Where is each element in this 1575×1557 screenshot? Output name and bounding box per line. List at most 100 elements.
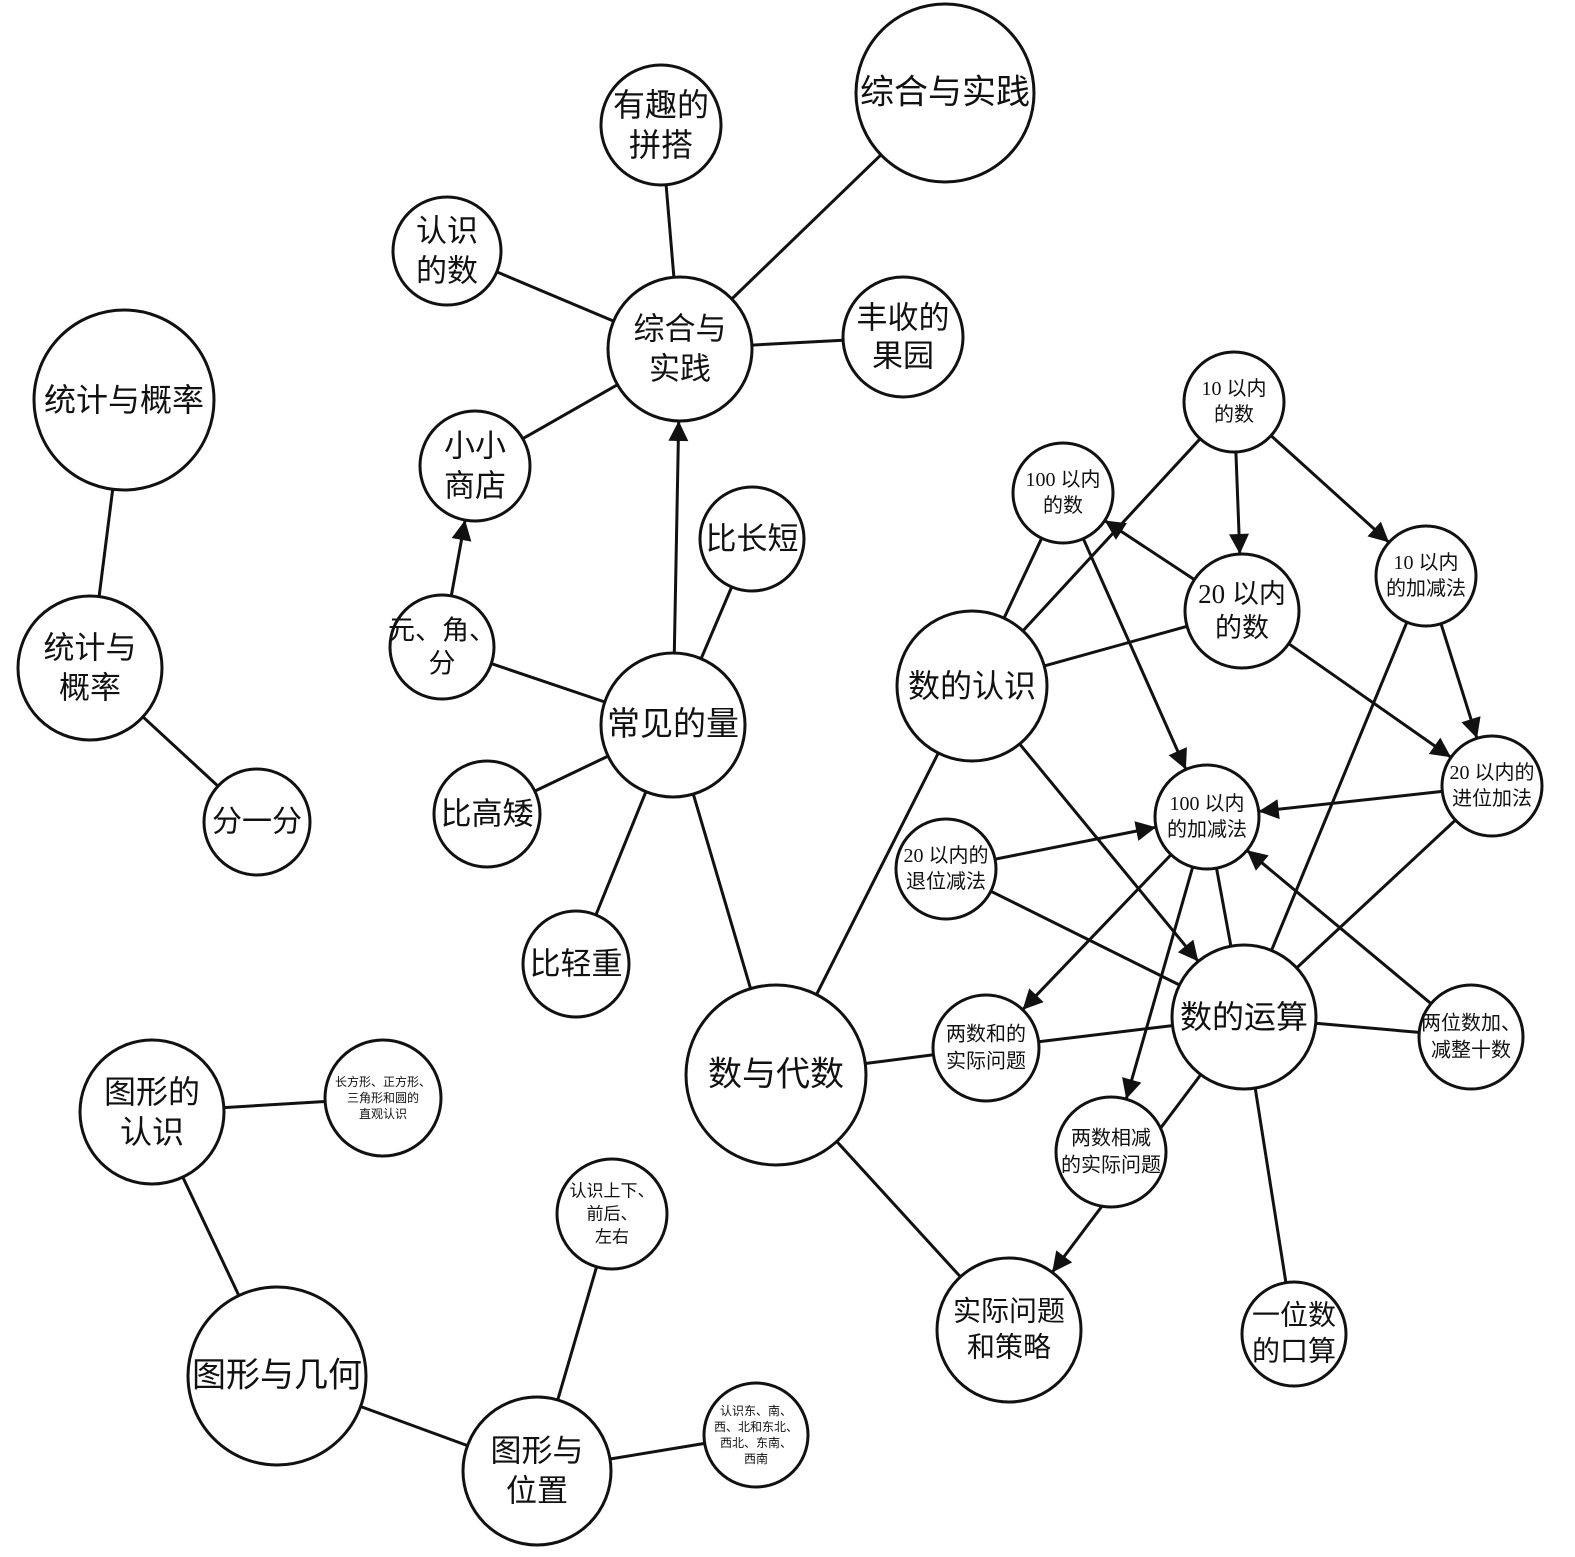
node-label-line: 直观认识 (359, 1107, 407, 1121)
edge-zonghe-mid-to-youqu (664, 184, 676, 278)
node-circle (1170, 943, 1318, 1091)
edge-shuyudaishu-to-shuderenshi (815, 752, 940, 996)
node-label-line: 元、角、 (388, 616, 496, 646)
node-circle (521, 909, 631, 1019)
node-circle (702, 1381, 810, 1489)
node-label-line: 分一分 (212, 806, 302, 839)
node-label-line: 三角形和圆的 (347, 1090, 419, 1105)
edge-jj10-to-jinwei20 (1439, 623, 1481, 739)
node-label-line: 位置 (506, 1474, 568, 1509)
node-circle (1240, 1280, 1348, 1388)
edge-tuxingweizhi-to-dongnan (609, 1441, 705, 1461)
node-label-line: 统计与概率 (44, 382, 204, 418)
node-label-line: 的数 (1043, 494, 1083, 517)
node-label-line: 两位数加、 (1421, 1012, 1521, 1035)
node-tongji-mid: 统计与概率 (16, 594, 164, 742)
node-circle (606, 275, 754, 423)
node-zonghe-big: 综合与实践 (854, 2, 1036, 184)
node-circle (1153, 763, 1261, 871)
edge-tongji-mid-to-fenyifen (141, 715, 220, 788)
node-label-line: 综合与 (634, 312, 727, 347)
node-label-line: 前后、 (587, 1205, 638, 1224)
node-shudeyunsuan: 数的运算 (1170, 943, 1318, 1091)
node-label-line: 100 以内 (1026, 468, 1101, 491)
edge-changjian-to-biqingzhong (594, 791, 648, 916)
node-circle (323, 1038, 443, 1158)
edge-zonghe-mid-to-xiaoxiao (522, 383, 619, 441)
node-circle (432, 759, 542, 869)
node-label-line: 西南 (744, 1451, 768, 1466)
node-circle (1011, 441, 1115, 545)
node-label-line: 的加减法 (1386, 577, 1466, 600)
node-circle (894, 817, 998, 921)
node-label-line: 实际问题 (946, 1050, 1026, 1073)
node-circle (1054, 1095, 1168, 1209)
node-label-line: 西、北和东北、 (714, 1420, 798, 1434)
node-label-line: 一位数 (1252, 1300, 1336, 1332)
edge-tongji-big-to-tongji-mid (97, 489, 115, 597)
edge-changjian-to-yuan-jiao-fen (490, 662, 606, 704)
edge-shuderenshi-to-shudeyunsuan (1018, 742, 1200, 963)
node-label-line: 商店 (444, 469, 506, 504)
edge-zonghe-mid-to-renshi-de-shu (496, 270, 615, 323)
node-liangweishu: 两位数加、减整十数 (1417, 983, 1525, 1091)
edge-jj10-to-shudeyunsuan (1270, 621, 1409, 951)
edge-tuxingrenshi-to-changfang (223, 1100, 326, 1110)
node-circle (841, 275, 965, 399)
edge-jj100-to-liangshuhe (1021, 853, 1173, 1011)
edge-shudeyunsuan-to-liangshuhe (1038, 1024, 1173, 1044)
node-label-line: 20 以内的 (1450, 761, 1535, 784)
node-label-line: 减整十数 (1431, 1039, 1511, 1062)
node-label-line: 常见的量 (607, 706, 739, 743)
node-circle (391, 195, 503, 307)
node-label-line: 进位加法 (1452, 787, 1532, 810)
node-circle (684, 983, 868, 1167)
node-circle (854, 2, 1036, 184)
edge-n10-to-n20 (1229, 451, 1250, 555)
node-tuxingjihe: 图形与几何 (186, 1285, 368, 1467)
node-circle (1417, 983, 1525, 1091)
node-circle (186, 1285, 368, 1467)
edge-liangweishu-to-jj100 (1245, 849, 1433, 1005)
node-circle (1374, 524, 1478, 628)
edge-changjian-to-bigaoai (534, 754, 609, 793)
node-shuyudaishu: 数与代数 (684, 983, 868, 1167)
node-circle (698, 485, 806, 593)
node-label-line: 长方形、正方形、 (335, 1074, 431, 1089)
edge-shuyudaishu-to-shiji (835, 1140, 962, 1278)
edge-shudeyunsuan-to-liangweishu (1315, 1021, 1420, 1034)
edge-n100-to-jj100 (1081, 538, 1188, 771)
node-label-line: 认识 (416, 214, 478, 249)
node-label-line: 比轻重 (530, 947, 623, 982)
node-label-line: 的加减法 (1167, 818, 1247, 841)
edge-n20-to-jinwei20 (1287, 642, 1452, 759)
node-fenyifen: 分一分 (202, 767, 312, 877)
node-label-line: 丰收的 (857, 301, 950, 336)
node-circle (1182, 350, 1286, 454)
node-label-line: 综合与实践 (860, 74, 1030, 112)
edge-tuiwei20-to-shudeyunsuan (990, 889, 1181, 987)
edge-zonghe-mid-to-fengshou (751, 338, 844, 347)
node-label-line: 比长短 (706, 522, 799, 557)
node-label-line: 100 以内 (1170, 792, 1245, 815)
node-label-line: 认识东、南、 (720, 1403, 792, 1418)
node-label-line: 数的运算 (1180, 999, 1308, 1035)
node-label-line: 认识上下、 (570, 1182, 655, 1201)
edge-shuderenshi-to-n20 (1043, 624, 1188, 668)
node-label-line: 10 以内 (1202, 377, 1267, 400)
edge-tuxingweizhi-to-shangxia (556, 1266, 599, 1401)
edge-shuyudaishu-to-liangshuhe (865, 1053, 934, 1065)
node-circle (935, 1256, 1083, 1404)
node-label-line: 的数 (416, 254, 478, 289)
node-zonghe-mid: 综合与实践 (606, 275, 754, 423)
node-label-line: 的数 (1214, 403, 1254, 426)
edges-layer (97, 153, 1481, 1461)
edge-jj100-to-liangshuxiangjian (1122, 866, 1195, 1100)
